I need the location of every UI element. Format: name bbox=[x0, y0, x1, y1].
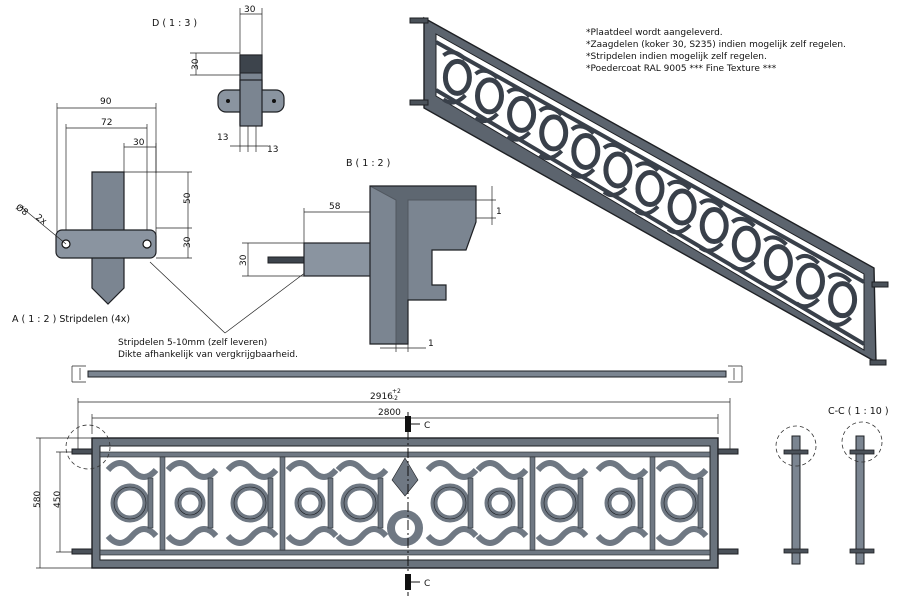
isometric-railing-view bbox=[409, 16, 889, 366]
front-ornament bbox=[99, 451, 711, 556]
detail-a-strip bbox=[55, 229, 157, 259]
detail-b-strip bbox=[303, 242, 373, 277]
dim-b-58: 58 bbox=[329, 202, 341, 212]
section-cc-title: C-C ( 1 : 10 ) bbox=[828, 406, 889, 417]
iso-mount-top-right bbox=[871, 281, 889, 288]
dim-a-hole-qty: 2x bbox=[33, 213, 48, 228]
iso-mount-bottom-right bbox=[869, 359, 887, 366]
note-2: *Zaagdelen (koker 30, S235) indien mogel… bbox=[586, 40, 846, 50]
dim-a-30-width: 30 bbox=[133, 138, 145, 148]
top-view-bar bbox=[71, 365, 743, 383]
section-right-bar bbox=[855, 435, 865, 565]
dim-front-overall: 2916 bbox=[370, 392, 393, 402]
front-mount-top-right bbox=[717, 448, 739, 455]
detail-d-hole-right bbox=[272, 99, 276, 103]
dim-d-30-height: 30 bbox=[191, 58, 201, 70]
detail-a-title: A ( 1 : 2 ) Stripdelen (4x) bbox=[12, 314, 130, 325]
detail-b-view: B ( 1 : 2 ) 58 30 1 1 bbox=[239, 158, 502, 352]
section-cc-view: C-C ( 1 : 10 ) bbox=[775, 406, 889, 565]
dim-front-tol-plus: +2 bbox=[392, 388, 401, 395]
detail-a-hole-right bbox=[142, 239, 152, 249]
dim-a-72: 72 bbox=[101, 118, 112, 128]
strip-note-line1: Stripdelen 5-10mm (zelf leveren) bbox=[118, 338, 267, 348]
detail-d-hole-left bbox=[226, 99, 230, 103]
detail-d-title: D ( 1 : 3 ) bbox=[152, 18, 197, 29]
front-mount-bottom-right bbox=[717, 548, 739, 555]
dim-front-tol-minus: -2 bbox=[392, 395, 398, 402]
detail-b-bolt bbox=[267, 256, 305, 264]
iso-mount-top-left bbox=[409, 17, 429, 24]
dim-front-450: 450 bbox=[53, 491, 63, 508]
dim-b-1-bottom: 1 bbox=[428, 339, 434, 349]
section-marker-bottom: C bbox=[424, 579, 430, 589]
section-marker-top: C bbox=[424, 421, 430, 431]
strip-note-line2: Dikte afhankelijk van vergkrijgbaarheid. bbox=[118, 350, 298, 360]
detail-d-callout-circle bbox=[775, 425, 817, 467]
dim-d-13-left: 13 bbox=[217, 133, 228, 143]
detail-a-view: 90 72 30 50 30 Ø8 2x A ( 1 : 2 ) Stripde… bbox=[12, 97, 193, 325]
dim-a-90: 90 bbox=[100, 97, 112, 107]
general-notes: *Plaatdeel wordt aangeleverd. *Zaagdelen… bbox=[586, 28, 846, 74]
dim-d-13-right: 13 bbox=[267, 145, 278, 155]
iso-mount-bottom-left bbox=[409, 99, 429, 106]
detail-d-strip-center bbox=[239, 79, 263, 127]
detail-b-frame-corner bbox=[369, 185, 477, 345]
dim-a-30-height: 30 bbox=[183, 236, 193, 248]
front-mount-bottom-left bbox=[71, 548, 93, 555]
iso-ornament bbox=[434, 40, 866, 346]
detail-d-tube-top bbox=[239, 54, 263, 74]
detail-b-callout-circle bbox=[841, 421, 883, 463]
front-mount-top-left bbox=[71, 448, 93, 455]
dim-b-1-top: 1 bbox=[496, 207, 502, 217]
detail-a-callout-circle bbox=[65, 424, 111, 470]
dim-front-inner: 2800 bbox=[378, 408, 401, 418]
iso-frame-opening bbox=[435, 33, 865, 351]
dim-a-hole-diameter: Ø8 bbox=[13, 202, 30, 219]
dim-front-580: 580 bbox=[33, 491, 43, 508]
dim-b-30: 30 bbox=[239, 254, 249, 266]
note-3: *Stripdelen indien mogelijk zelf regelen… bbox=[586, 52, 767, 62]
top-view-rail bbox=[87, 370, 727, 378]
detail-d-view: D ( 1 : 3 ) 30 30 13 13 bbox=[152, 5, 285, 155]
note-1: *Plaatdeel wordt aangeleverd. bbox=[586, 28, 723, 38]
dim-d-30-width: 30 bbox=[244, 5, 256, 15]
note-4: *Poedercoat RAL 9005 *** Fine Texture **… bbox=[586, 64, 777, 74]
section-left-bar bbox=[791, 435, 801, 565]
front-view: 2916 +2 -2 2800 580 450 C bbox=[33, 388, 739, 596]
dim-a-50: 50 bbox=[183, 192, 193, 204]
detail-b-title: B ( 1 : 2 ) bbox=[346, 158, 390, 169]
